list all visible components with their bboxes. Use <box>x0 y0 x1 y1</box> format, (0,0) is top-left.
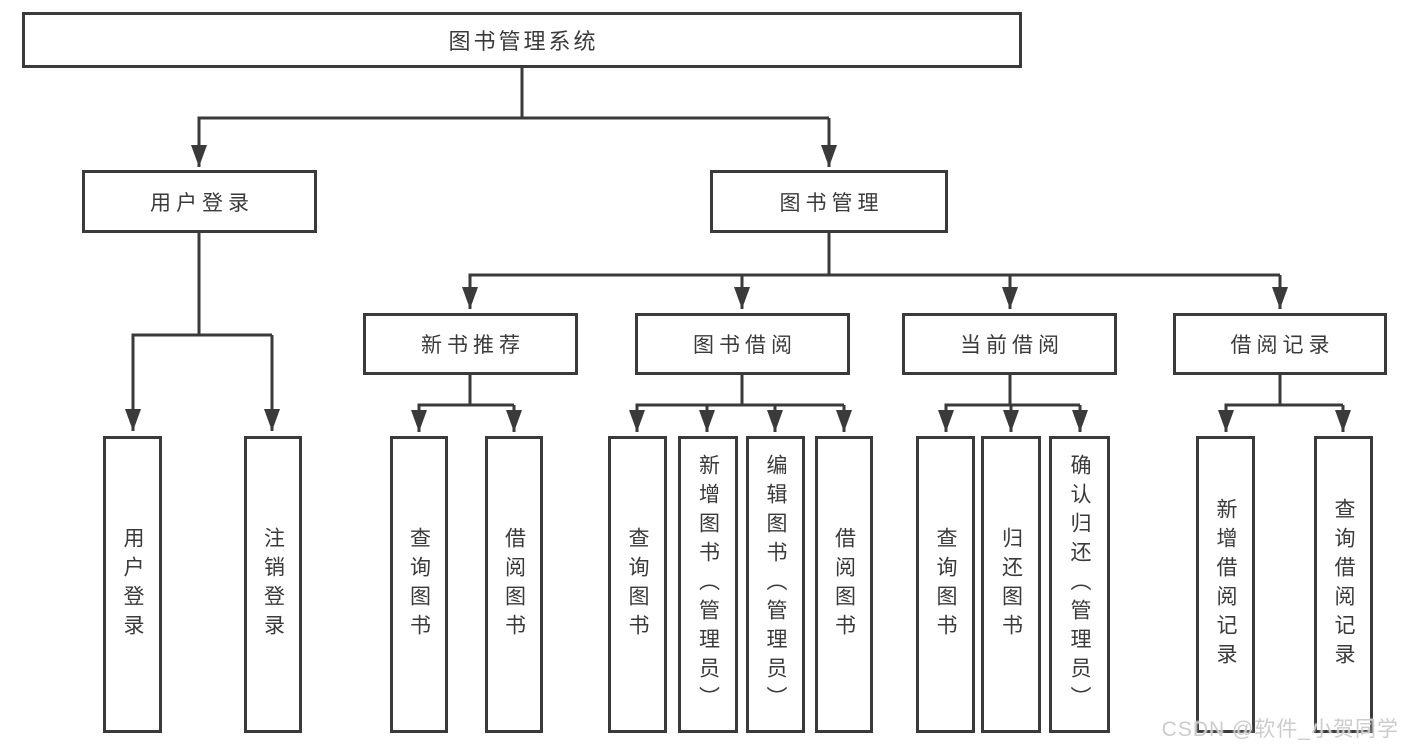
leaf-confirm-return-admin-label: 确认归还（管理员） <box>1068 454 1091 715</box>
node-borrowing-records-label: 借阅记录 <box>1230 334 1335 357</box>
connector-book-mgmt-split <box>468 233 1280 277</box>
node-user-login-label: 用户登录 <box>150 191 254 215</box>
leaf-query-books-current: 查询图书 <box>916 436 975 733</box>
node-borrowing-records: 借阅记录 <box>1173 313 1387 375</box>
leaf-query-books-borrowing: 查询图书 <box>608 436 667 733</box>
node-current-borrowing: 当前借阅 <box>902 313 1117 375</box>
connector-root-split <box>197 68 829 120</box>
leaf-borrow-books-label: 借阅图书 <box>832 526 856 643</box>
leaf-borrow-books-recommendation: 借阅图书 <box>485 436 543 733</box>
node-library-management-system: 图书管理系统 <box>22 12 1022 68</box>
leaf-return-books: 归还图书 <box>981 436 1041 733</box>
connector-current-borrow-split <box>944 375 1080 407</box>
leaf-query-books-current-label: 查询图书 <box>934 526 957 643</box>
leaf-query-books-borrowing-label: 查询图书 <box>626 526 649 643</box>
leaf-edit-books-admin-label: 编辑图书（管理员） <box>764 454 787 715</box>
leaf-return-books-label: 归还图书 <box>999 526 1023 643</box>
leaf-query-books-recommendation-label: 查询图书 <box>407 526 431 643</box>
node-current-borrowing-label: 当前借阅 <box>960 334 1064 357</box>
leaf-add-borrow-record: 新增借阅记录 <box>1196 436 1255 733</box>
leaf-logout: 注销登录 <box>244 436 302 733</box>
connector-book-borrow-split <box>635 375 844 407</box>
connector-borrow-records-split <box>1224 375 1343 407</box>
node-book-borrowing: 图书借阅 <box>635 313 850 375</box>
leaf-borrow-books-recommendation-label: 借阅图书 <box>502 526 526 643</box>
leaf-logout-label: 注销登录 <box>261 526 285 643</box>
leaf-user-login-label: 用户登录 <box>121 526 144 643</box>
leaf-user-login: 用户登录 <box>103 436 162 733</box>
leaf-add-borrow-record-label: 新增借阅记录 <box>1214 497 1237 672</box>
node-user-login: 用户登录 <box>82 170 317 233</box>
connector-new-book-rec-split <box>417 375 514 407</box>
node-library-management-system-label: 图书管理系统 <box>448 29 599 54</box>
leaf-query-borrow-record-label: 查询借阅记录 <box>1332 497 1355 672</box>
leaf-borrow-books: 借阅图书 <box>815 436 873 733</box>
csdn-watermark: CSDN @软件_小贺同学 <box>1161 718 1399 741</box>
leaf-confirm-return-admin: 确认归还（管理员） <box>1049 436 1110 733</box>
node-book-borrowing-label: 图书借阅 <box>693 334 797 357</box>
node-new-book-recommendation-label: 新书推荐 <box>421 334 525 357</box>
leaf-edit-books-admin: 编辑图书（管理员） <box>746 436 805 733</box>
node-book-management: 图书管理 <box>710 170 948 233</box>
node-new-book-recommendation: 新书推荐 <box>363 313 578 375</box>
leaf-query-books-recommendation: 查询图书 <box>390 436 448 733</box>
leaf-add-books-admin: 新增图书（管理员） <box>678 436 738 733</box>
leaf-add-books-admin-label: 新增图书（管理员） <box>696 454 720 715</box>
leaf-query-borrow-record: 查询借阅记录 <box>1314 436 1373 733</box>
connector-user-login-split <box>131 233 272 337</box>
node-book-management-label: 图书管理 <box>779 191 884 215</box>
